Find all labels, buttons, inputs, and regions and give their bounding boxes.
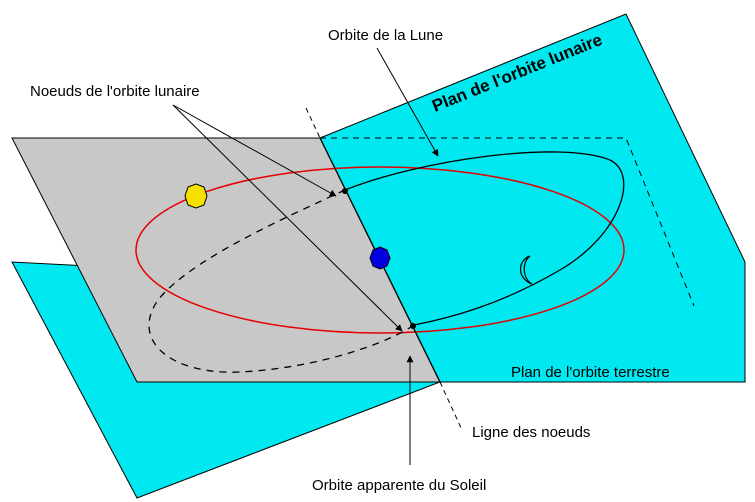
moon-orbit-pointer xyxy=(376,47,439,157)
sun-orbit-ellipse xyxy=(135,166,625,334)
line-of-nodes-label: Ligne des noeuds xyxy=(472,424,590,441)
sun-orbit-label: Orbite apparente du Soleil xyxy=(312,477,486,494)
ecliptic-hidden-edge xyxy=(320,137,695,307)
nodes-label: Noeuds de l'orbite lunaire xyxy=(30,83,200,100)
moon-orbit-visible xyxy=(344,151,625,326)
earth-icon xyxy=(369,246,391,270)
line-of-nodes-dashed-bottom xyxy=(439,381,463,431)
crescent-moon-icon xyxy=(519,255,533,285)
earth-plane-label: Plan de l'orbite terrestre xyxy=(511,364,670,381)
line-of-nodes-dashed-top xyxy=(305,107,321,139)
line-of-nodes-pointer xyxy=(462,430,470,432)
node-pointer-1 xyxy=(172,104,337,197)
node-pointer-2 xyxy=(172,104,403,332)
sun-icon xyxy=(184,183,208,209)
ascending-node xyxy=(342,188,348,194)
moon-orbit-label: Orbite de la Lune xyxy=(328,27,443,44)
descending-node xyxy=(410,323,416,329)
